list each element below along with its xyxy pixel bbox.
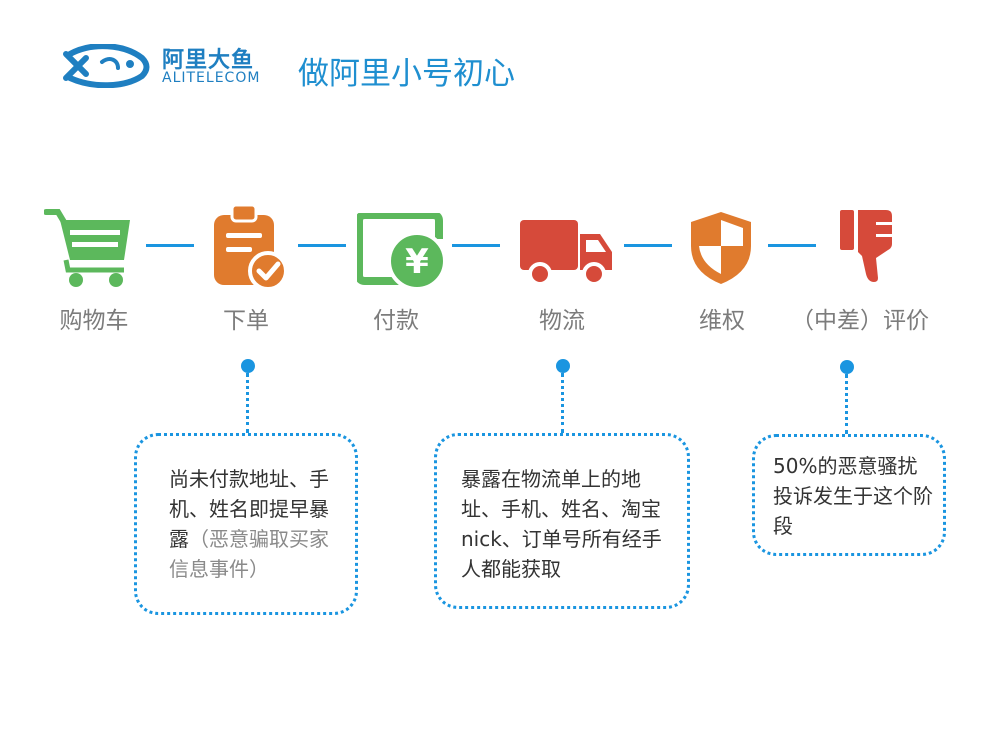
svg-text:¥: ¥ bbox=[405, 242, 429, 282]
connector-line bbox=[146, 244, 194, 247]
delivery-truck-icon bbox=[520, 220, 612, 286]
page-title: 做阿里小号初心 bbox=[298, 56, 515, 92]
shield-icon bbox=[691, 212, 751, 284]
callout-dot bbox=[840, 360, 854, 374]
connector-line bbox=[298, 244, 346, 247]
step-label-logistics: 物流 bbox=[539, 308, 585, 334]
step-label-cart: 购物车 bbox=[59, 308, 129, 334]
connector-line bbox=[624, 244, 672, 247]
order-note-text: 尚未付款地址、手机、姓名即提早暴露（恶意骗取买家信息事件） bbox=[169, 467, 329, 581]
step-label-payment: 付款 bbox=[373, 308, 419, 334]
review-note-text: 50%的恶意骚扰投诉发生于这个阶段 bbox=[773, 454, 933, 538]
callout-line bbox=[246, 373, 249, 433]
step-label-order: 下单 bbox=[223, 308, 269, 334]
callout-dot bbox=[241, 359, 255, 373]
alitelecom-logo: 阿里大鱼 ALITELECOM bbox=[62, 38, 262, 98]
connector-line bbox=[452, 244, 500, 247]
clipboard-check-icon bbox=[214, 203, 288, 289]
callout-dot bbox=[556, 359, 570, 373]
logo-text-en: ALITELECOM bbox=[162, 70, 261, 86]
order-note-box: 尚未付款地址、手机、姓名即提早暴露（恶意骗取买家信息事件） bbox=[134, 433, 358, 615]
callout-line bbox=[561, 373, 564, 433]
step-label-review: （中差）评价 bbox=[791, 308, 929, 334]
shopping-cart-icon bbox=[44, 209, 130, 287]
connector-line bbox=[768, 244, 816, 247]
logo-text-cn: 阿里大鱼 bbox=[162, 48, 255, 73]
thumbs-down-icon bbox=[840, 210, 892, 282]
logistics-note-text: 暴露在物流单上的地址、手机、姓名、淘宝nick、订单号所有经手人都能获取 bbox=[461, 467, 662, 581]
step-label-rights: 维权 bbox=[699, 308, 745, 334]
callout-line bbox=[845, 374, 848, 434]
yuan-payment-icon: ¥ bbox=[357, 213, 445, 289]
review-note-box: 50%的恶意骚扰投诉发生于这个阶段 bbox=[752, 434, 946, 556]
logistics-note-box: 暴露在物流单上的地址、手机、姓名、淘宝nick、订单号所有经手人都能获取 bbox=[434, 433, 690, 609]
fish-logo-icon bbox=[63, 44, 150, 88]
